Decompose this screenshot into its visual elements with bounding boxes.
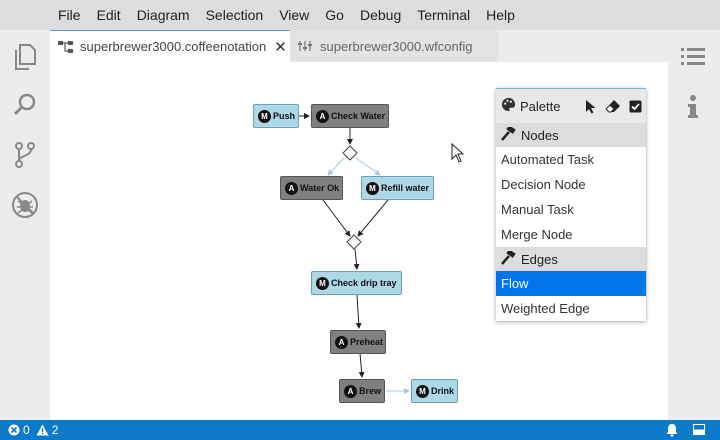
explorer-icon[interactable] xyxy=(0,32,50,82)
edge-decision-waterok[interactable] xyxy=(327,157,345,176)
activity-bar xyxy=(0,30,50,420)
group-label: Edges xyxy=(521,251,558,267)
menu-go[interactable]: Go xyxy=(325,7,344,23)
menu-diagram[interactable]: Diagram xyxy=(136,7,190,23)
palette-icon xyxy=(501,97,516,115)
info-icon[interactable] xyxy=(668,82,718,132)
menu-bar: File Edit Diagram Selection View Go Debu… xyxy=(0,0,720,30)
palette-item-manual-task[interactable]: Manual Task xyxy=(501,202,574,217)
warning-icon xyxy=(36,424,49,436)
tab-label: superbrewer3000.wfconfig xyxy=(320,38,473,54)
palette-item-flow[interactable]: Flow xyxy=(496,271,646,296)
manual-badge: M xyxy=(316,276,329,290)
palette-item-merge-node[interactable]: Merge Node xyxy=(501,227,573,242)
manual-badge: M xyxy=(366,181,379,195)
node-drink[interactable]: M Drink xyxy=(411,379,458,403)
merge-node[interactable] xyxy=(346,234,362,250)
hammer-icon xyxy=(501,124,516,144)
manual-badge: M xyxy=(416,384,429,398)
error-count: 0 xyxy=(23,423,30,437)
edge-waterok-merge[interactable] xyxy=(322,199,351,237)
node-check-water[interactable]: A Check Water xyxy=(311,104,389,128)
eraser-icon[interactable] xyxy=(602,96,624,116)
node-refill-water[interactable]: M Refill water xyxy=(361,176,434,200)
mouse-cursor-icon xyxy=(451,143,465,163)
tab-wfconfig[interactable]: superbrewer3000.wfconfig xyxy=(290,30,498,62)
diagram-edges xyxy=(299,113,410,394)
palette-title: Palette xyxy=(520,98,561,114)
node-label: Water Ok xyxy=(300,183,340,193)
palette-item-decision-node[interactable]: Decision Node xyxy=(501,177,586,192)
automated-badge: A xyxy=(344,384,357,398)
pointer-icon[interactable] xyxy=(580,96,602,116)
group-label: Nodes xyxy=(521,127,559,143)
source-control-icon[interactable] xyxy=(0,130,50,180)
outline-icon[interactable] xyxy=(668,32,718,82)
edge-refill-merge[interactable] xyxy=(357,199,389,237)
status-bar: 0 2 xyxy=(0,420,720,440)
node-label: Check Water xyxy=(331,111,386,121)
tab-coffeenotation[interactable]: superbrewer3000.coffeenotation ✕ xyxy=(50,30,290,62)
node-check-drip-tray[interactable]: M Check drip tray xyxy=(311,271,402,295)
node-label: Refill water xyxy=(381,183,430,193)
automated-badge: A xyxy=(335,335,348,349)
node-push[interactable]: M Push xyxy=(253,104,299,128)
hammer-icon xyxy=(501,248,516,268)
problems-indicator[interactable]: 0 2 xyxy=(8,423,58,437)
close-icon[interactable]: ✕ xyxy=(274,38,287,56)
search-icon[interactable] xyxy=(0,80,50,130)
menu-selection[interactable]: Selection xyxy=(205,7,264,23)
node-water-ok[interactable]: A Water Ok xyxy=(280,176,343,200)
palette-header: Palette xyxy=(496,89,646,123)
node-label: Drink xyxy=(431,386,455,396)
edge-preheat-brew[interactable] xyxy=(358,352,365,378)
palette-group-edges[interactable]: Edges xyxy=(496,247,646,271)
automated-badge: A xyxy=(316,109,329,123)
debug-icon[interactable] xyxy=(0,180,50,230)
menu-help[interactable]: Help xyxy=(486,7,515,23)
node-label: Brew xyxy=(359,386,382,396)
edge-checkdrip-preheat[interactable] xyxy=(355,294,362,329)
palette-group-nodes[interactable]: Nodes xyxy=(496,123,646,147)
palette-item-weighted-edge[interactable]: Weighted Edge xyxy=(501,301,590,316)
panel-toggle-icon[interactable] xyxy=(693,424,705,435)
edge-decision-refill[interactable] xyxy=(355,157,381,176)
tab-bar: superbrewer3000.coffeenotation ✕ superbr… xyxy=(50,30,668,62)
decision-node[interactable] xyxy=(342,145,358,161)
right-sidebar xyxy=(668,30,720,420)
node-label: Check drip tray xyxy=(331,278,397,288)
warning-count: 2 xyxy=(51,423,59,437)
automated-badge: A xyxy=(285,181,298,195)
tool-palette: Palette Nodes Automated Task Decision No… xyxy=(496,88,646,321)
checkbox-icon[interactable] xyxy=(624,96,646,116)
menu-view[interactable]: View xyxy=(279,7,310,23)
node-preheat[interactable]: A Preheat xyxy=(330,330,386,354)
node-brew[interactable]: A Brew xyxy=(339,379,385,403)
node-label: Push xyxy=(273,111,296,121)
edge-merge-checkdrip[interactable] xyxy=(353,248,360,270)
menu-debug[interactable]: Debug xyxy=(359,7,402,23)
menu-edit[interactable]: Edit xyxy=(96,7,121,23)
bell-icon[interactable] xyxy=(666,423,678,437)
menu-file[interactable]: File xyxy=(58,7,81,23)
node-label: Preheat xyxy=(350,337,384,347)
diagram-icon xyxy=(58,40,74,54)
manual-badge: M xyxy=(258,109,271,123)
config-icon xyxy=(298,39,314,53)
menu-terminal[interactable]: Terminal xyxy=(417,7,471,23)
tab-label: superbrewer3000.coffeenotation xyxy=(80,39,267,54)
palette-item-automated-task[interactable]: Automated Task xyxy=(501,152,594,167)
error-icon xyxy=(8,424,20,436)
